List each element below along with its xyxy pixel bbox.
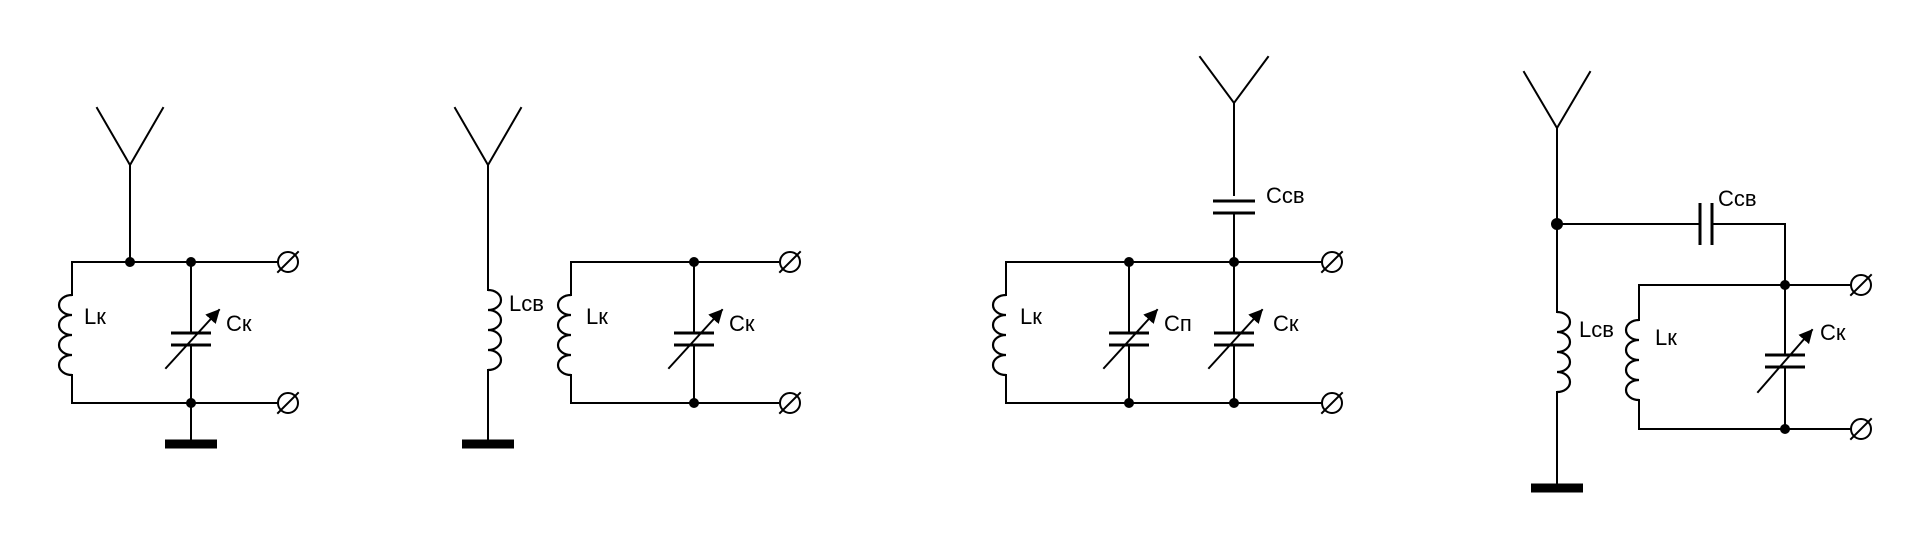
circuit-2: Lсв Lк Cк bbox=[453, 106, 802, 449]
inductor-lk-icon bbox=[991, 261, 1007, 404]
label-csv: Cсв bbox=[1266, 183, 1305, 208]
label-csv: Cсв bbox=[1718, 186, 1757, 211]
junction-dot bbox=[689, 398, 699, 408]
label-lk: Lк bbox=[84, 304, 106, 329]
variable-capacitor-ck-icon bbox=[1756, 284, 1814, 430]
junction-dot bbox=[1780, 424, 1790, 434]
terminal-icon bbox=[1849, 417, 1873, 441]
junction-dot bbox=[125, 257, 135, 267]
variable-capacitor-cp-icon bbox=[1102, 261, 1159, 404]
junction-dot bbox=[1229, 398, 1239, 408]
terminal-icon bbox=[1320, 391, 1344, 415]
junction-dot bbox=[1229, 257, 1239, 267]
circuit-1: Lк Cк bbox=[57, 106, 300, 449]
antenna-icon bbox=[453, 106, 523, 291]
inductor-lk-icon bbox=[57, 261, 73, 404]
terminal-icon bbox=[276, 391, 300, 415]
variable-capacitor-ck-icon bbox=[1207, 261, 1264, 404]
capacitor-csv-icon bbox=[1698, 203, 1786, 286]
antenna-icon bbox=[1198, 55, 1270, 196]
terminal-icon bbox=[1320, 250, 1344, 274]
label-lk: Lк bbox=[1020, 304, 1042, 329]
label-ck: Cк bbox=[729, 311, 755, 336]
variable-capacitor-ck-icon bbox=[164, 261, 221, 404]
label-lsv: Lсв bbox=[509, 291, 544, 316]
label-cp: Cп bbox=[1164, 311, 1192, 336]
junction-dot bbox=[1124, 398, 1134, 408]
inductor-lk-icon bbox=[1624, 284, 1640, 430]
label-lk: Lк bbox=[586, 304, 608, 329]
circuit-3: Cсв Lк Cп Cк bbox=[991, 55, 1344, 415]
label-ck: Cк bbox=[1820, 320, 1846, 345]
terminal-icon bbox=[778, 250, 802, 274]
inductor-lsv-icon bbox=[1556, 310, 1572, 484]
inductor-lk-icon bbox=[556, 261, 572, 404]
label-ck: Cк bbox=[226, 311, 252, 336]
junction-dot bbox=[1551, 218, 1563, 230]
label-ck: Cк bbox=[1273, 311, 1299, 336]
junction-dot bbox=[1124, 257, 1134, 267]
terminal-icon bbox=[1849, 273, 1873, 297]
junction-dot bbox=[1780, 280, 1790, 290]
terminal-icon bbox=[276, 250, 300, 274]
label-lsv: Lсв bbox=[1579, 317, 1614, 342]
capacitor-csv-icon bbox=[1213, 199, 1255, 263]
junction-dot bbox=[186, 257, 196, 267]
circuit-4: Cсв Lсв Lк Cк bbox=[1522, 70, 1873, 493]
antenna-icon bbox=[1522, 70, 1592, 313]
junction-dot bbox=[689, 257, 699, 267]
inductor-lsv-icon bbox=[487, 288, 503, 441]
label-lk: Lк bbox=[1655, 325, 1677, 350]
antenna-icon bbox=[95, 106, 165, 263]
terminal-icon bbox=[778, 391, 802, 415]
variable-capacitor-ck-icon bbox=[667, 261, 724, 404]
ground-icon bbox=[165, 402, 217, 449]
